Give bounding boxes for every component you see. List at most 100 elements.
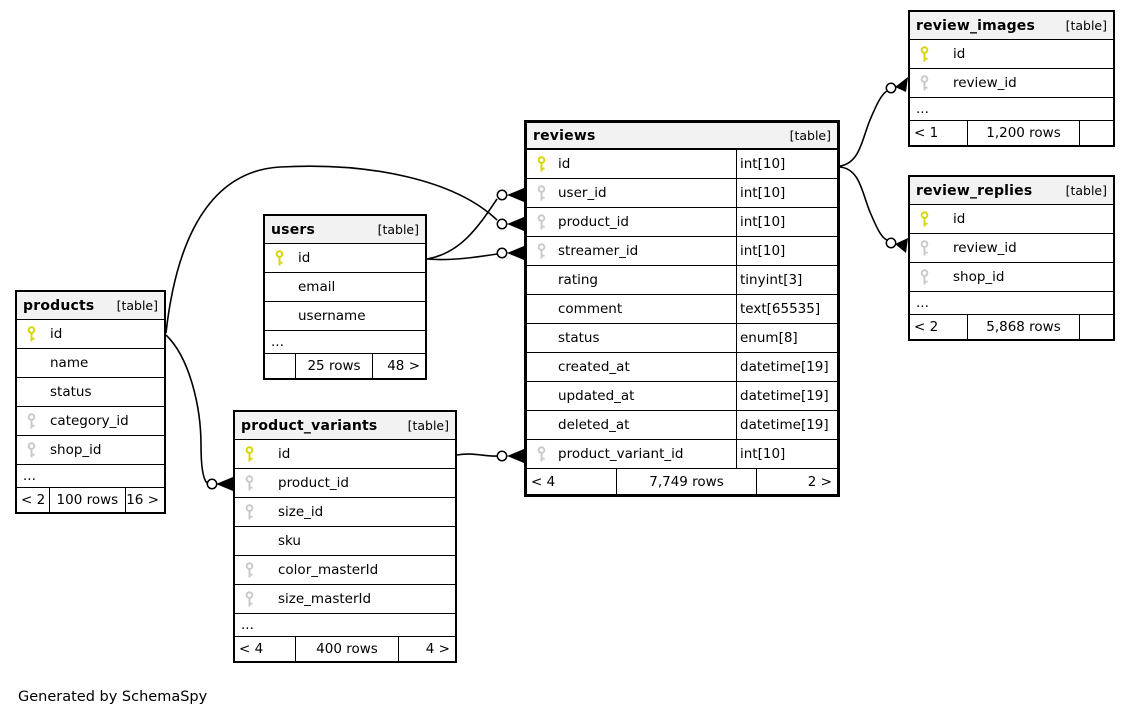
column-name: shop_id	[50, 442, 102, 458]
column-type: text[65535]	[736, 295, 837, 323]
column-type: tinyint[3]	[736, 266, 837, 294]
relationship-reviews.id-to-review_replies.review_id	[839, 166, 908, 253]
column-row-size_id: size_id	[235, 498, 455, 527]
relationship-line	[426, 253, 498, 261]
table-tag-label: [table]	[377, 222, 419, 237]
foreign-key-arrowhead	[507, 217, 524, 231]
table-name[interactable]: users	[271, 221, 316, 238]
relationship-users.id-to-reviews.user_id	[426, 188, 524, 260]
foreign-key-arrowhead	[895, 77, 908, 92]
column-name: review_id	[953, 240, 1017, 256]
zero-or-more-circle	[885, 237, 897, 249]
relationship-products.id-to-product_variants.product_id	[165, 334, 233, 491]
footer-children-count: 4 >	[398, 637, 455, 661]
column-name: created_at	[558, 359, 630, 375]
column-name: id	[558, 156, 571, 172]
column-name: id	[953, 46, 966, 62]
footer-row-count: 1,200 rows	[967, 121, 1079, 145]
footer-children-count: 16 >	[125, 488, 164, 512]
column-row-id: id	[265, 244, 425, 273]
column-name: review_id	[953, 75, 1017, 91]
column-row-id: id	[910, 205, 1113, 234]
zero-or-more-circle	[496, 218, 508, 230]
column-name: rating	[558, 272, 598, 288]
table-header: reviews [table]	[527, 123, 837, 150]
primary-key-icon	[244, 446, 255, 463]
zero-or-more-circle	[496, 189, 508, 201]
column-name: product_variant_id	[558, 446, 684, 462]
footer-row-count: 400 rows	[295, 637, 398, 661]
footer-parents-count: < 4	[239, 641, 264, 657]
table-tag-label: [table]	[116, 298, 158, 313]
column-row-id: id	[910, 40, 1113, 69]
foreign-key-icon	[919, 269, 930, 286]
column-row-color_masterId: color_masterId	[235, 556, 455, 585]
column-row-product_id: product_id	[235, 469, 455, 498]
column-type: datetime[19]	[736, 353, 837, 381]
relationship-line	[426, 198, 498, 260]
column-name: size_masterId	[278, 591, 372, 607]
table-tag-label: [table]	[1065, 183, 1107, 198]
table-tag-label: [table]	[789, 128, 831, 143]
column-name: color_masterId	[278, 562, 379, 578]
table-tag-label: [table]	[1065, 18, 1107, 33]
footer-parents-count	[265, 354, 295, 378]
footer-parents-count: < 2	[914, 319, 939, 335]
relationship-product_variants.id-to-reviews.product_variant_id	[456, 449, 524, 463]
table-header: review_replies [table]	[910, 177, 1113, 205]
column-type: int[10]	[736, 179, 837, 207]
column-name: shop_id	[953, 269, 1005, 285]
footer-children-count	[1079, 315, 1113, 339]
more-columns-ellipsis: ...	[265, 331, 425, 354]
footer-children-count: 48 >	[372, 354, 425, 378]
foreign-key-arrowhead	[507, 449, 524, 463]
footer-parents-count: < 2	[21, 492, 46, 508]
table-name[interactable]: products	[23, 297, 95, 314]
column-name: sku	[278, 533, 301, 549]
primary-key-icon	[26, 326, 37, 343]
primary-key-icon	[274, 250, 285, 267]
column-row-id: id	[17, 320, 164, 349]
table-header: product_variants[table]	[235, 412, 455, 440]
column-type: int[10]	[736, 440, 837, 468]
foreign-key-icon	[536, 185, 547, 202]
foreign-key-icon	[536, 214, 547, 231]
foreign-key-icon	[536, 243, 547, 260]
column-name: product_id	[278, 475, 349, 491]
table-header: review_images [table]	[910, 12, 1113, 40]
table-name[interactable]: reviews	[533, 127, 596, 144]
relationship-line	[165, 165, 498, 334]
column-type: datetime[19]	[736, 411, 837, 439]
zero-or-more-circle	[206, 478, 218, 490]
footer-parents-count: < 1	[914, 125, 939, 141]
column-name: id	[298, 250, 311, 266]
column-name: streamer_id	[558, 243, 639, 259]
table-name[interactable]: product_variants	[241, 417, 378, 434]
relationship-line	[165, 334, 208, 484]
primary-key-icon	[536, 156, 547, 173]
relationship-products.id-to-reviews.product_id	[165, 165, 524, 334]
table-name[interactable]: review_images	[916, 17, 1036, 34]
column-row-email: email	[265, 273, 425, 302]
foreign-key-icon	[244, 562, 255, 579]
more-columns-ellipsis: ...	[910, 292, 1113, 315]
relationship-reviews.id-to-review_images.review_id	[839, 77, 908, 167]
table-name[interactable]: review_replies	[916, 182, 1033, 199]
column-name: id	[953, 211, 966, 227]
column-row-category_id: category_id	[17, 407, 164, 436]
column-row-sku: sku	[235, 527, 455, 556]
column-name: category_id	[50, 413, 129, 429]
footer-children-count	[1079, 121, 1113, 145]
table-review_replies: review_replies [table] id review_id shop_id.…	[908, 175, 1115, 341]
column-row-shop_id: shop_id	[910, 263, 1113, 292]
relationship-line	[839, 90, 888, 167]
